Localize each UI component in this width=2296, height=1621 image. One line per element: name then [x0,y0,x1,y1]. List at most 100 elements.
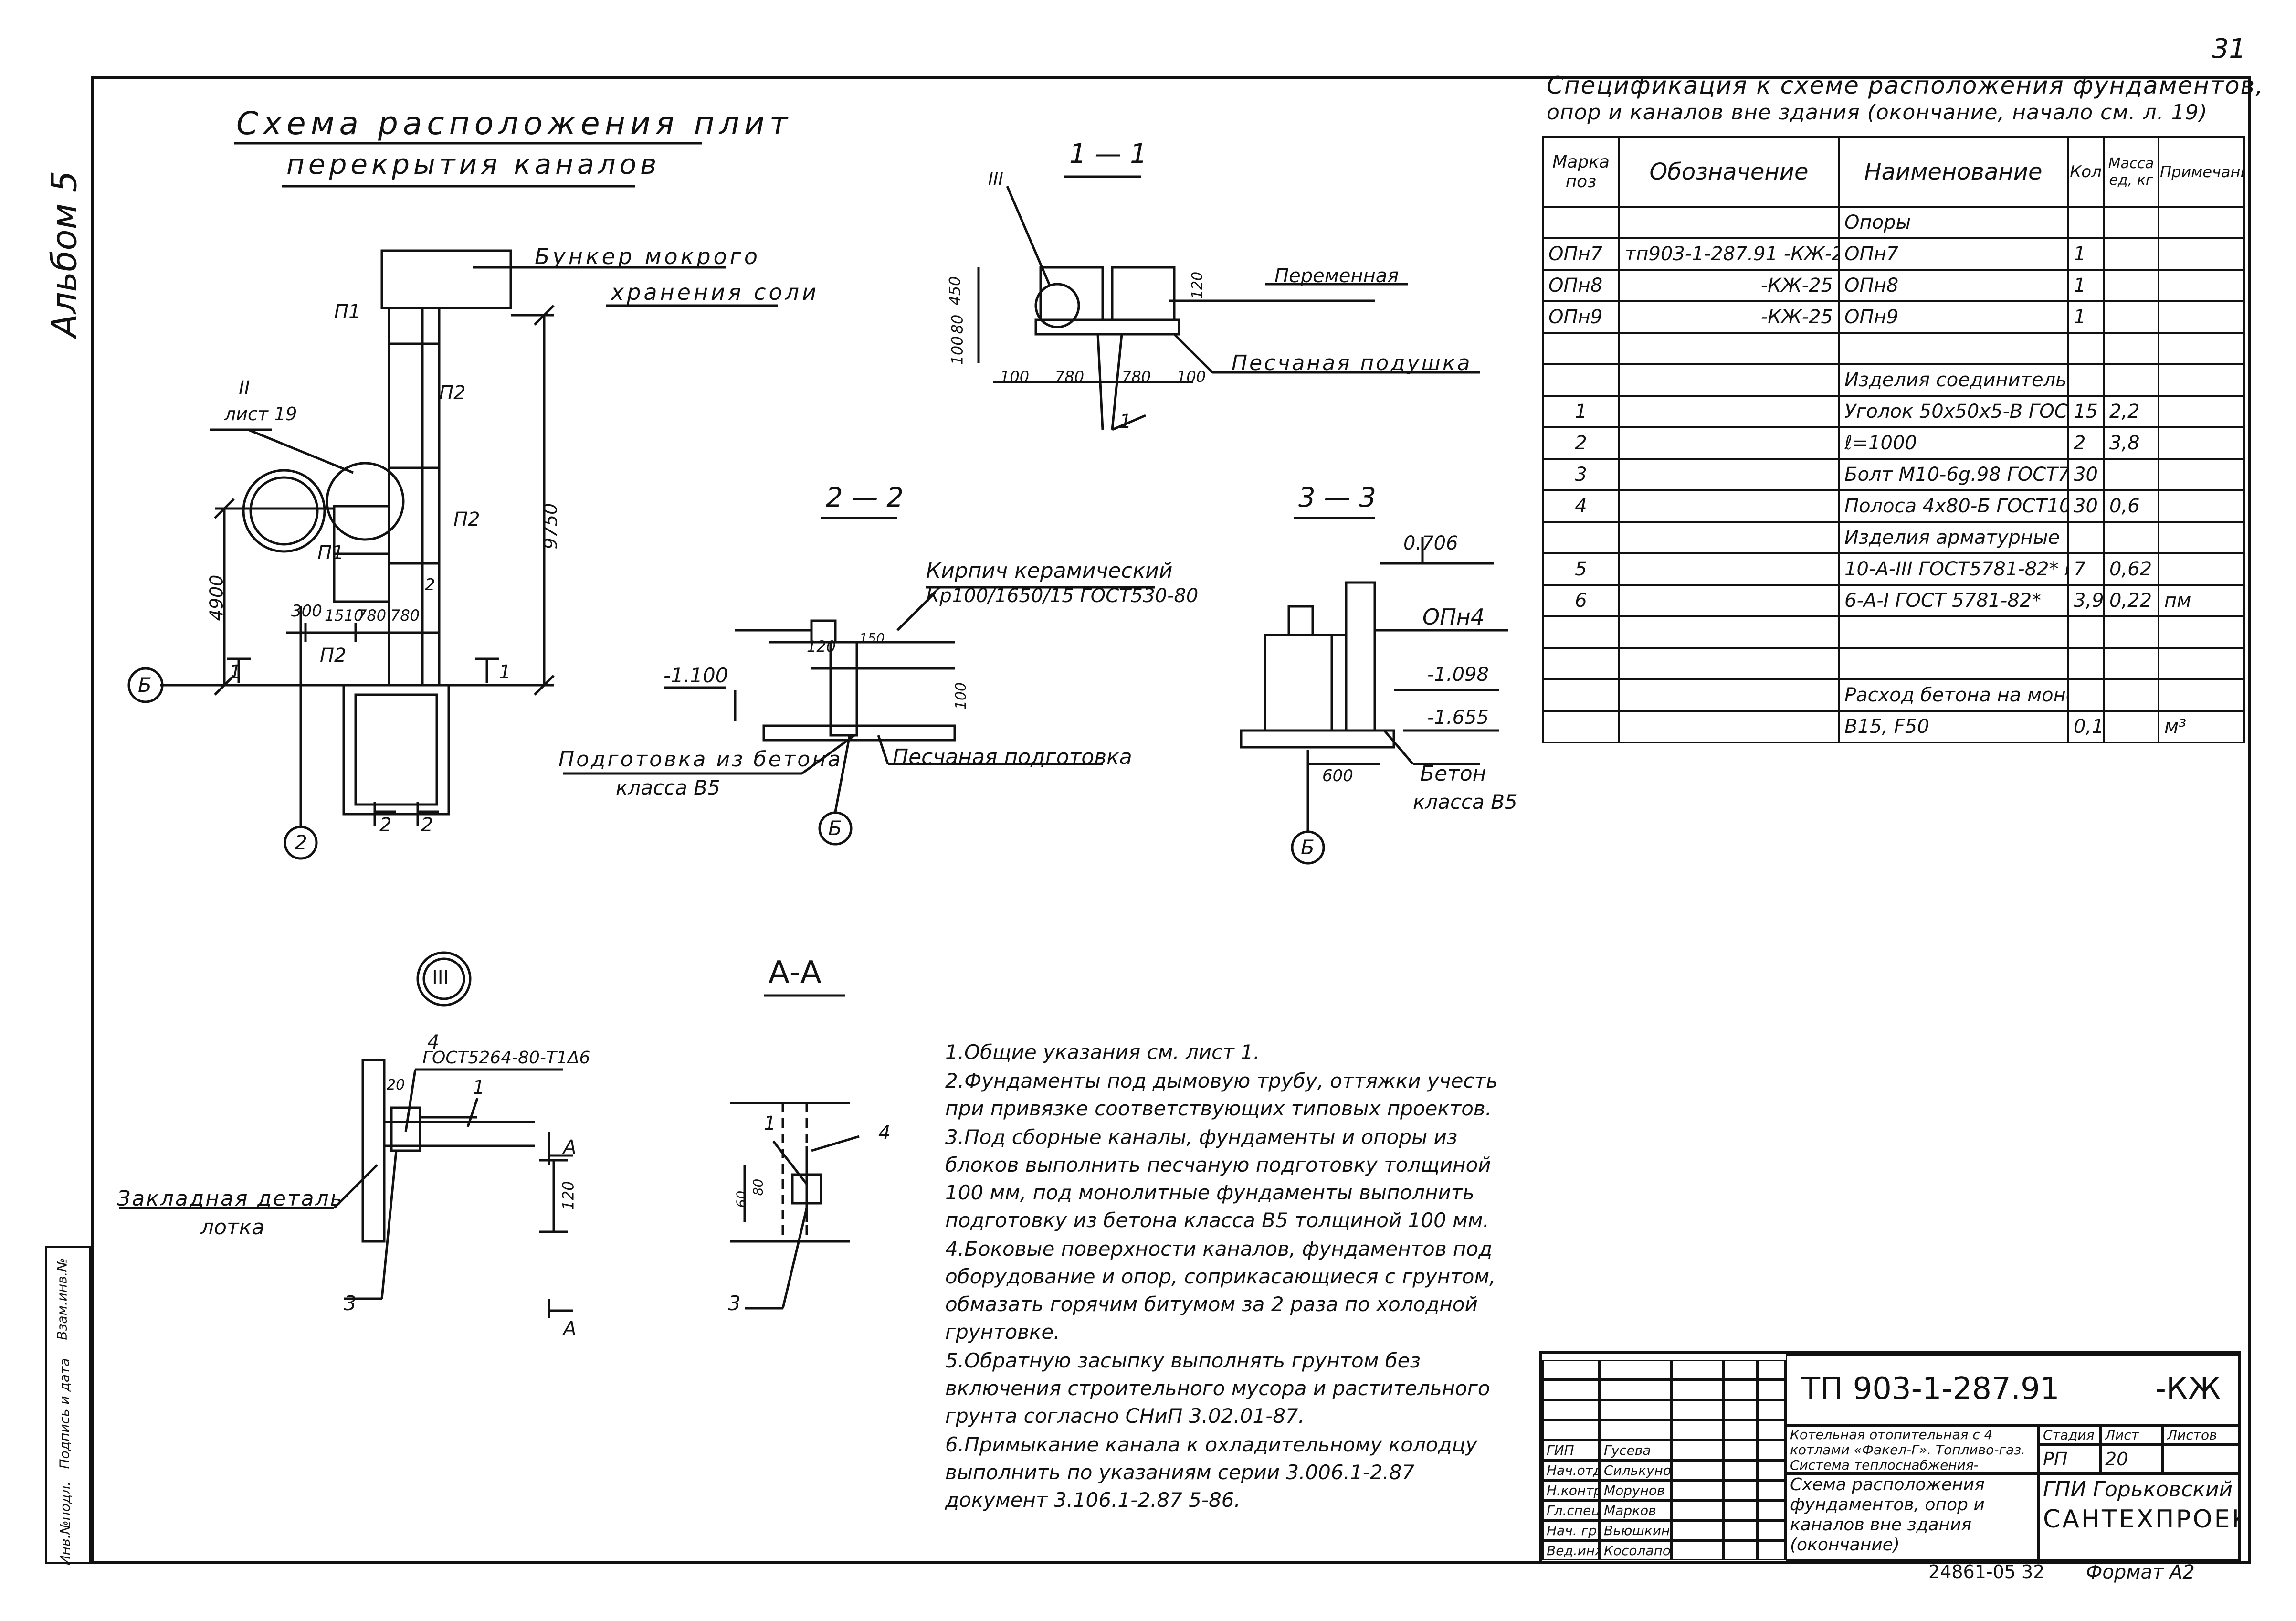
spec-cell-mark: ОПн8 [1542,269,1620,302]
stamp-blank-cell [1757,1400,1786,1420]
spec-cell-designation [1618,584,1840,617]
stamp-person: Гусева [1600,1440,1671,1460]
level-1098: -1.098 [1427,664,1489,686]
spec-cell-note [2158,237,2245,271]
spec-cell-name [1838,332,2069,365]
general-notes: 1.Общие указания см. лист 1. 2.Фундамент… [945,1038,1508,1515]
stamp-blank-cell [1757,1360,1786,1380]
stamp-role: Нач. гр. [1542,1520,1600,1540]
level-0706: 0.706 [1403,532,1458,554]
stamp-blank-cell [1757,1380,1786,1400]
spec-row [1542,647,2245,680]
spec-cell-note [2158,678,2245,712]
plan-title-line2: перекрытия каналов [286,148,661,180]
spec-cell-name: ОПн8 [1838,269,2069,302]
spec-row: Расход бетона на монолитный участок по у… [1542,678,2245,712]
spec-cell-name: Расход бетона на монолитный участок по у… [1838,678,2069,712]
stamp-blank-cell [1600,1380,1671,1400]
note-5: 5.Обратную засыпку выполнять грунтом без… [945,1349,1490,1428]
spec-header-designation: Обозначение [1618,136,1840,208]
spec-header-row: Марка поз Обозначение Наименование Кол М… [1542,136,2245,208]
slab-mark-p2-c: П2 [320,645,347,667]
spec-cell-mass [2103,521,2159,554]
spec-cell-mass [2103,678,2159,712]
stamp-extra [1757,1480,1786,1500]
stamp-person: Силькунов [1600,1460,1671,1480]
spec-cell-mark [1542,647,1620,680]
spec-cell-qty: 30 [2067,458,2105,491]
stamp-signature [1671,1480,1724,1500]
stamp-extra [1757,1520,1786,1540]
stamp-blank-cell [1671,1420,1724,1440]
dim-120-22: 120 [807,637,836,656]
spec-cell-name [1838,615,2069,649]
aa-mark-3: 3 [344,1292,357,1315]
small-mark-3: 3 [728,1292,741,1315]
spec-cell-qty: 2 [2067,426,2105,460]
slab-mark-p2-b: П2 [453,509,480,530]
spec-header-note: Примечание [2158,136,2245,208]
spec-header-qty: Кол [2067,136,2105,208]
spec-table: Марка поз Обозначение Наименование Кол М… [1542,136,2245,743]
stamp-project: Котельная отопительная с 4 котлами «Факе… [1790,1427,2026,1473]
prep-concrete-2: класса В5 [616,776,720,799]
stamp-blank-cell [1671,1380,1724,1400]
spec-cell-name: Болт М10-6g.98 ГОСТ7798-70* [1838,458,2069,491]
spec-cell-qty: 7 [2067,552,2105,586]
dim-780-b: 780 [390,606,420,625]
spec-cell-designation [1618,395,1840,428]
plan-title-line1: Схема расположения плит [236,105,793,142]
dim-1510: 1510 [325,606,364,625]
spec-row [1542,615,2245,649]
stamp-blank-cell [1757,1420,1786,1440]
dim-100-b2: 100 [1177,368,1206,386]
stamp-blank-cell [1600,1360,1671,1380]
prep-concrete-1: Подготовка из бетона [558,747,843,772]
section-11-title: 1 — 1 [1069,138,1147,170]
spec-cell-mark: 1 [1542,395,1620,428]
dim-2: 2 [425,575,435,594]
stamp-signature [1671,1540,1724,1560]
stamp-date [1724,1540,1757,1560]
stamp-sheet-label-text: Лист [2105,1427,2139,1443]
node-ii-label: II [239,377,250,399]
spec-cell-mark: 2 [1542,426,1620,460]
spec-cell-qty: 15 [2067,395,2105,428]
spec-row [1542,332,2245,365]
note-1: 1.Общие указания см. лист 1. [945,1040,1260,1064]
spec-cell-mark: 4 [1542,489,1620,523]
stamp-drawing: Схема расположения фундаментов, опор и к… [1790,1475,1985,1555]
section-1-right: 1 [499,661,511,683]
spec-cell-mark [1542,363,1620,397]
small-mark-4: 4 [878,1122,891,1144]
stamp-person: Вьюшкина [1600,1520,1671,1540]
stamp-org-1: ГПИ Горьковский [2043,1477,2233,1502]
axis-b-33: Б [1301,836,1315,859]
stamp-stage-label-text: Стадия [2043,1427,2095,1443]
spec-cell-designation [1618,458,1840,491]
spec-cell-designation [1618,710,1840,743]
spec-cell-qty [2067,615,2105,649]
spec-cell-name: Изделия соединительные [1838,363,2069,397]
spec-cell-mass [2103,206,2159,239]
section-2-right: 2 [421,814,433,836]
concrete-2: класса В5 [1413,790,1517,814]
spec-cell-designation [1618,206,1840,239]
note-2: 2.Фундаменты под дымовую трубу, оттяжки … [945,1069,1498,1120]
spec-cell-mass: 0,62 [2103,552,2159,586]
level-1655: -1.655 [1427,707,1489,729]
stamp-blank-cell [1724,1420,1757,1440]
spec-cell-designation [1618,678,1840,712]
spec-cell-name: Полоса 4х80-Б ГОСТ103-76* ℓ=120 [1838,489,2069,523]
spec-cell-note [2158,552,2245,586]
stamp-sheets-label-text: Листов [2167,1427,2217,1443]
spec-cell-mark [1542,710,1620,743]
spec-cell-name: ОПн9 [1838,300,2069,334]
stamp-stage: РП [2039,1445,2101,1473]
spec-header-mass: Масса ед, кг [2103,136,2159,208]
small-mark-1: 1 [764,1112,776,1134]
node-iii-label: III [432,967,449,989]
stamp-sheets [2163,1445,2241,1473]
